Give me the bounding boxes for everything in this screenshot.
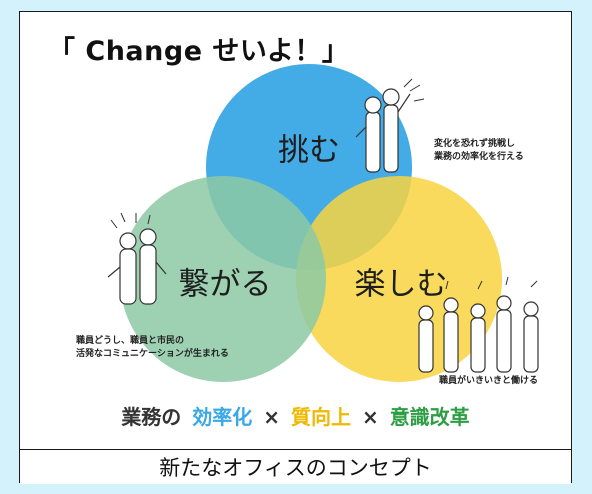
- caption-line: 職員がいきいきと働ける: [439, 376, 539, 386]
- tagline-efficiency: 効率化: [192, 405, 253, 429]
- caption-line: 職員どうし、職員と市民の: [76, 336, 185, 346]
- circle-connect: [120, 176, 326, 382]
- caption-enjoy: 職員がいきいきと働ける: [439, 375, 538, 388]
- tagline-quality: 質向上: [290, 405, 351, 429]
- caption-line: 変化を恐れず挑戦し: [434, 139, 516, 149]
- tagline: 業務の 効率化 × 質向上 × 意識改革: [26, 401, 565, 430]
- circle-label-connect: 繋がる: [178, 266, 272, 303]
- caption-line: 業務の効率化を行える: [434, 152, 524, 162]
- circle-label-challenge: 挑む: [278, 132, 340, 169]
- tagline-prefix: 業務の: [121, 405, 182, 429]
- people-sketch-challenge: [355, 78, 425, 173]
- tagline-mindset: 意識改革: [389, 405, 470, 429]
- diagram-title: 「 Change せいよ！」: [48, 36, 350, 67]
- circle-label-enjoy: 楽しむ: [354, 266, 448, 303]
- tagline-times-1: ×: [263, 405, 281, 429]
- people-sketch-connect: [107, 212, 167, 305]
- venn-diagram: [107, 64, 539, 382]
- caption-line: 活発なコミュニケーションが生まれる: [76, 349, 229, 359]
- caption-connect: 職員どうし、職員と市民の 活発なコミュニケーションが生まれる: [76, 335, 229, 361]
- people-sketch-enjoy: [418, 276, 539, 373]
- concept-diagram: 「 Change せいよ！」: [26, 17, 565, 444]
- caption-challenge: 変化を恐れず挑戦し 業務の効率化を行える: [434, 138, 524, 164]
- figure-frame: 「 Change せいよ！」: [19, 11, 572, 484]
- figure-caption: 新たなオフィスのコンセプト: [20, 449, 571, 484]
- tagline-times-2: ×: [361, 405, 379, 429]
